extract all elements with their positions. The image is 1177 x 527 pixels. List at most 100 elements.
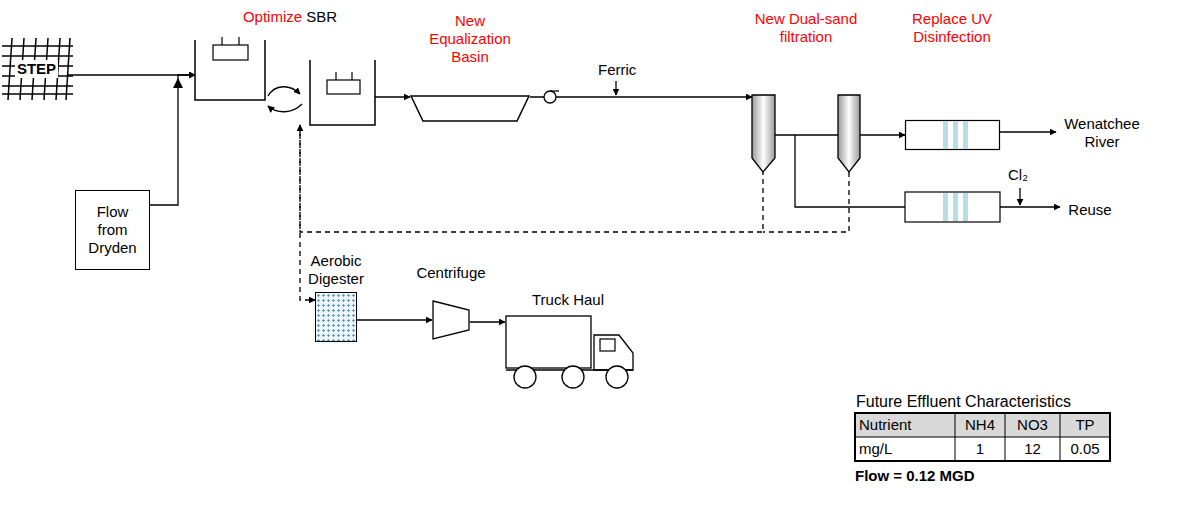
node-label: Reuse	[1068, 201, 1111, 219]
table-rule	[855, 437, 1110, 438]
node-label: Wenatchee River	[1058, 115, 1146, 151]
uv-lamp	[953, 121, 958, 149]
hatch-line	[8, 38, 12, 100]
hatch-line	[2, 93, 73, 95]
node-shape	[315, 292, 357, 342]
uv-lamp	[943, 121, 948, 149]
chemical-label: Cl₂	[1008, 166, 1042, 184]
node-label: Aerobic Digester	[298, 252, 374, 288]
sand-filter	[752, 95, 775, 172]
node-shape	[905, 120, 1000, 150]
cycle-arrow	[268, 87, 300, 96]
basin-outline	[411, 96, 529, 121]
node-text: Reuse	[1060, 196, 1120, 224]
pipe-line	[794, 135, 795, 170]
truck-wheel	[606, 366, 628, 388]
decanter	[327, 80, 360, 94]
table-header-fill	[855, 413, 1110, 437]
equalization-basin: New Equalization Basin	[405, 8, 535, 124]
dose-arrow	[1019, 188, 1020, 205]
truck-window	[600, 339, 615, 351]
truck-cab	[594, 335, 633, 370]
uv-reactor	[906, 121, 1000, 150]
node-text: Truck Haul	[513, 291, 623, 309]
table-cell: 1	[955, 440, 1005, 458]
pipe-line	[775, 134, 838, 135]
truck-wheel	[514, 366, 536, 388]
uv-lamp	[943, 193, 948, 221]
sbr-tank	[195, 40, 265, 100]
flow-arrow	[860, 134, 905, 135]
node-label: Replace UV Disinfection	[900, 10, 1004, 46]
node-text: Wenatchee River	[1056, 110, 1148, 156]
flow-arrow	[150, 75, 195, 205]
hatch-line	[2, 45, 73, 47]
shape-outline	[432, 300, 470, 340]
node-text: OptimizeSBR	[200, 8, 380, 26]
table-cell: 12	[1005, 440, 1060, 458]
decanter	[213, 45, 248, 60]
node-shape	[195, 40, 375, 125]
node-text: Replace UV Disinfection	[900, 10, 1004, 46]
reuse-label: Reuse	[1060, 196, 1120, 224]
arrow-head	[173, 78, 183, 88]
truck-trailer	[506, 316, 591, 368]
node-label: SBR	[306, 8, 337, 25]
table-header: TP	[1060, 416, 1110, 434]
flow-arrow	[470, 321, 505, 322]
flow-arrow	[530, 96, 752, 97]
flow-arrow	[357, 319, 432, 320]
node-text: Aerobic Digester	[298, 252, 374, 288]
chemical-label: Ferric	[598, 61, 648, 79]
truck-wheel	[562, 366, 584, 388]
return-line	[300, 125, 763, 232]
filter-unit: New Dual-sand filtration	[745, 5, 870, 172]
uv-lamp	[963, 193, 968, 221]
backwash-line	[763, 172, 849, 232]
decanter-rod	[351, 72, 352, 80]
node-label: Centrifuge	[406, 264, 496, 282]
hatch-line	[2, 55, 73, 57]
node-text: Centrifuge	[406, 264, 496, 282]
uv-lamp	[953, 193, 958, 221]
dose-arrow	[615, 81, 616, 95]
flow-arrow	[68, 74, 195, 75]
centrifuge: Centrifuge	[406, 262, 496, 342]
node-label: Optimize	[243, 8, 302, 25]
node-text: STEP	[5, 42, 68, 96]
table-cell: mg/L	[859, 440, 951, 458]
table-title: Future Effluent Characteristics	[856, 393, 1126, 411]
digester-tank: Aerobic Digester	[296, 250, 376, 344]
node-label: New Dual-sand filtration	[749, 10, 863, 46]
node-text: New Equalization Basin	[414, 12, 526, 66]
node-shape	[410, 95, 530, 122]
table-cell: 0.05	[1060, 440, 1110, 458]
node-text: New Dual-sand filtration	[749, 10, 863, 46]
flow-arrow	[1000, 131, 1056, 132]
table-border	[855, 413, 1110, 461]
node-shape	[505, 315, 635, 390]
table-header: Nutrient	[859, 416, 951, 434]
uv-reactor	[905, 192, 1000, 222]
screen-box: STEP	[2, 40, 72, 98]
decanter-rod	[221, 37, 222, 45]
node-label: Truck Haul	[513, 291, 623, 309]
node-label: STEP	[15, 60, 58, 78]
source-box: Flow from Dryden	[75, 190, 150, 270]
shape-outline	[905, 120, 1000, 150]
outfall-label: Wenatchee River	[1056, 110, 1148, 156]
node-shape	[432, 300, 470, 340]
haul-truck: Truck Haul	[502, 288, 642, 392]
uv-unit: Replace UV Disinfection	[890, 5, 1015, 152]
table-header: NO3	[1005, 416, 1060, 434]
cycle-arrow	[268, 104, 302, 112]
shape-outline	[505, 315, 635, 390]
sbr-unit: OptimizeSBR	[190, 5, 380, 127]
centrifuge-symbol	[433, 301, 469, 339]
sand-filter	[838, 95, 860, 172]
table-note: Flow = 0.12 MGD	[855, 467, 1075, 485]
uv-lamp	[963, 121, 968, 149]
node-text: Flow from Dryden	[75, 190, 150, 270]
